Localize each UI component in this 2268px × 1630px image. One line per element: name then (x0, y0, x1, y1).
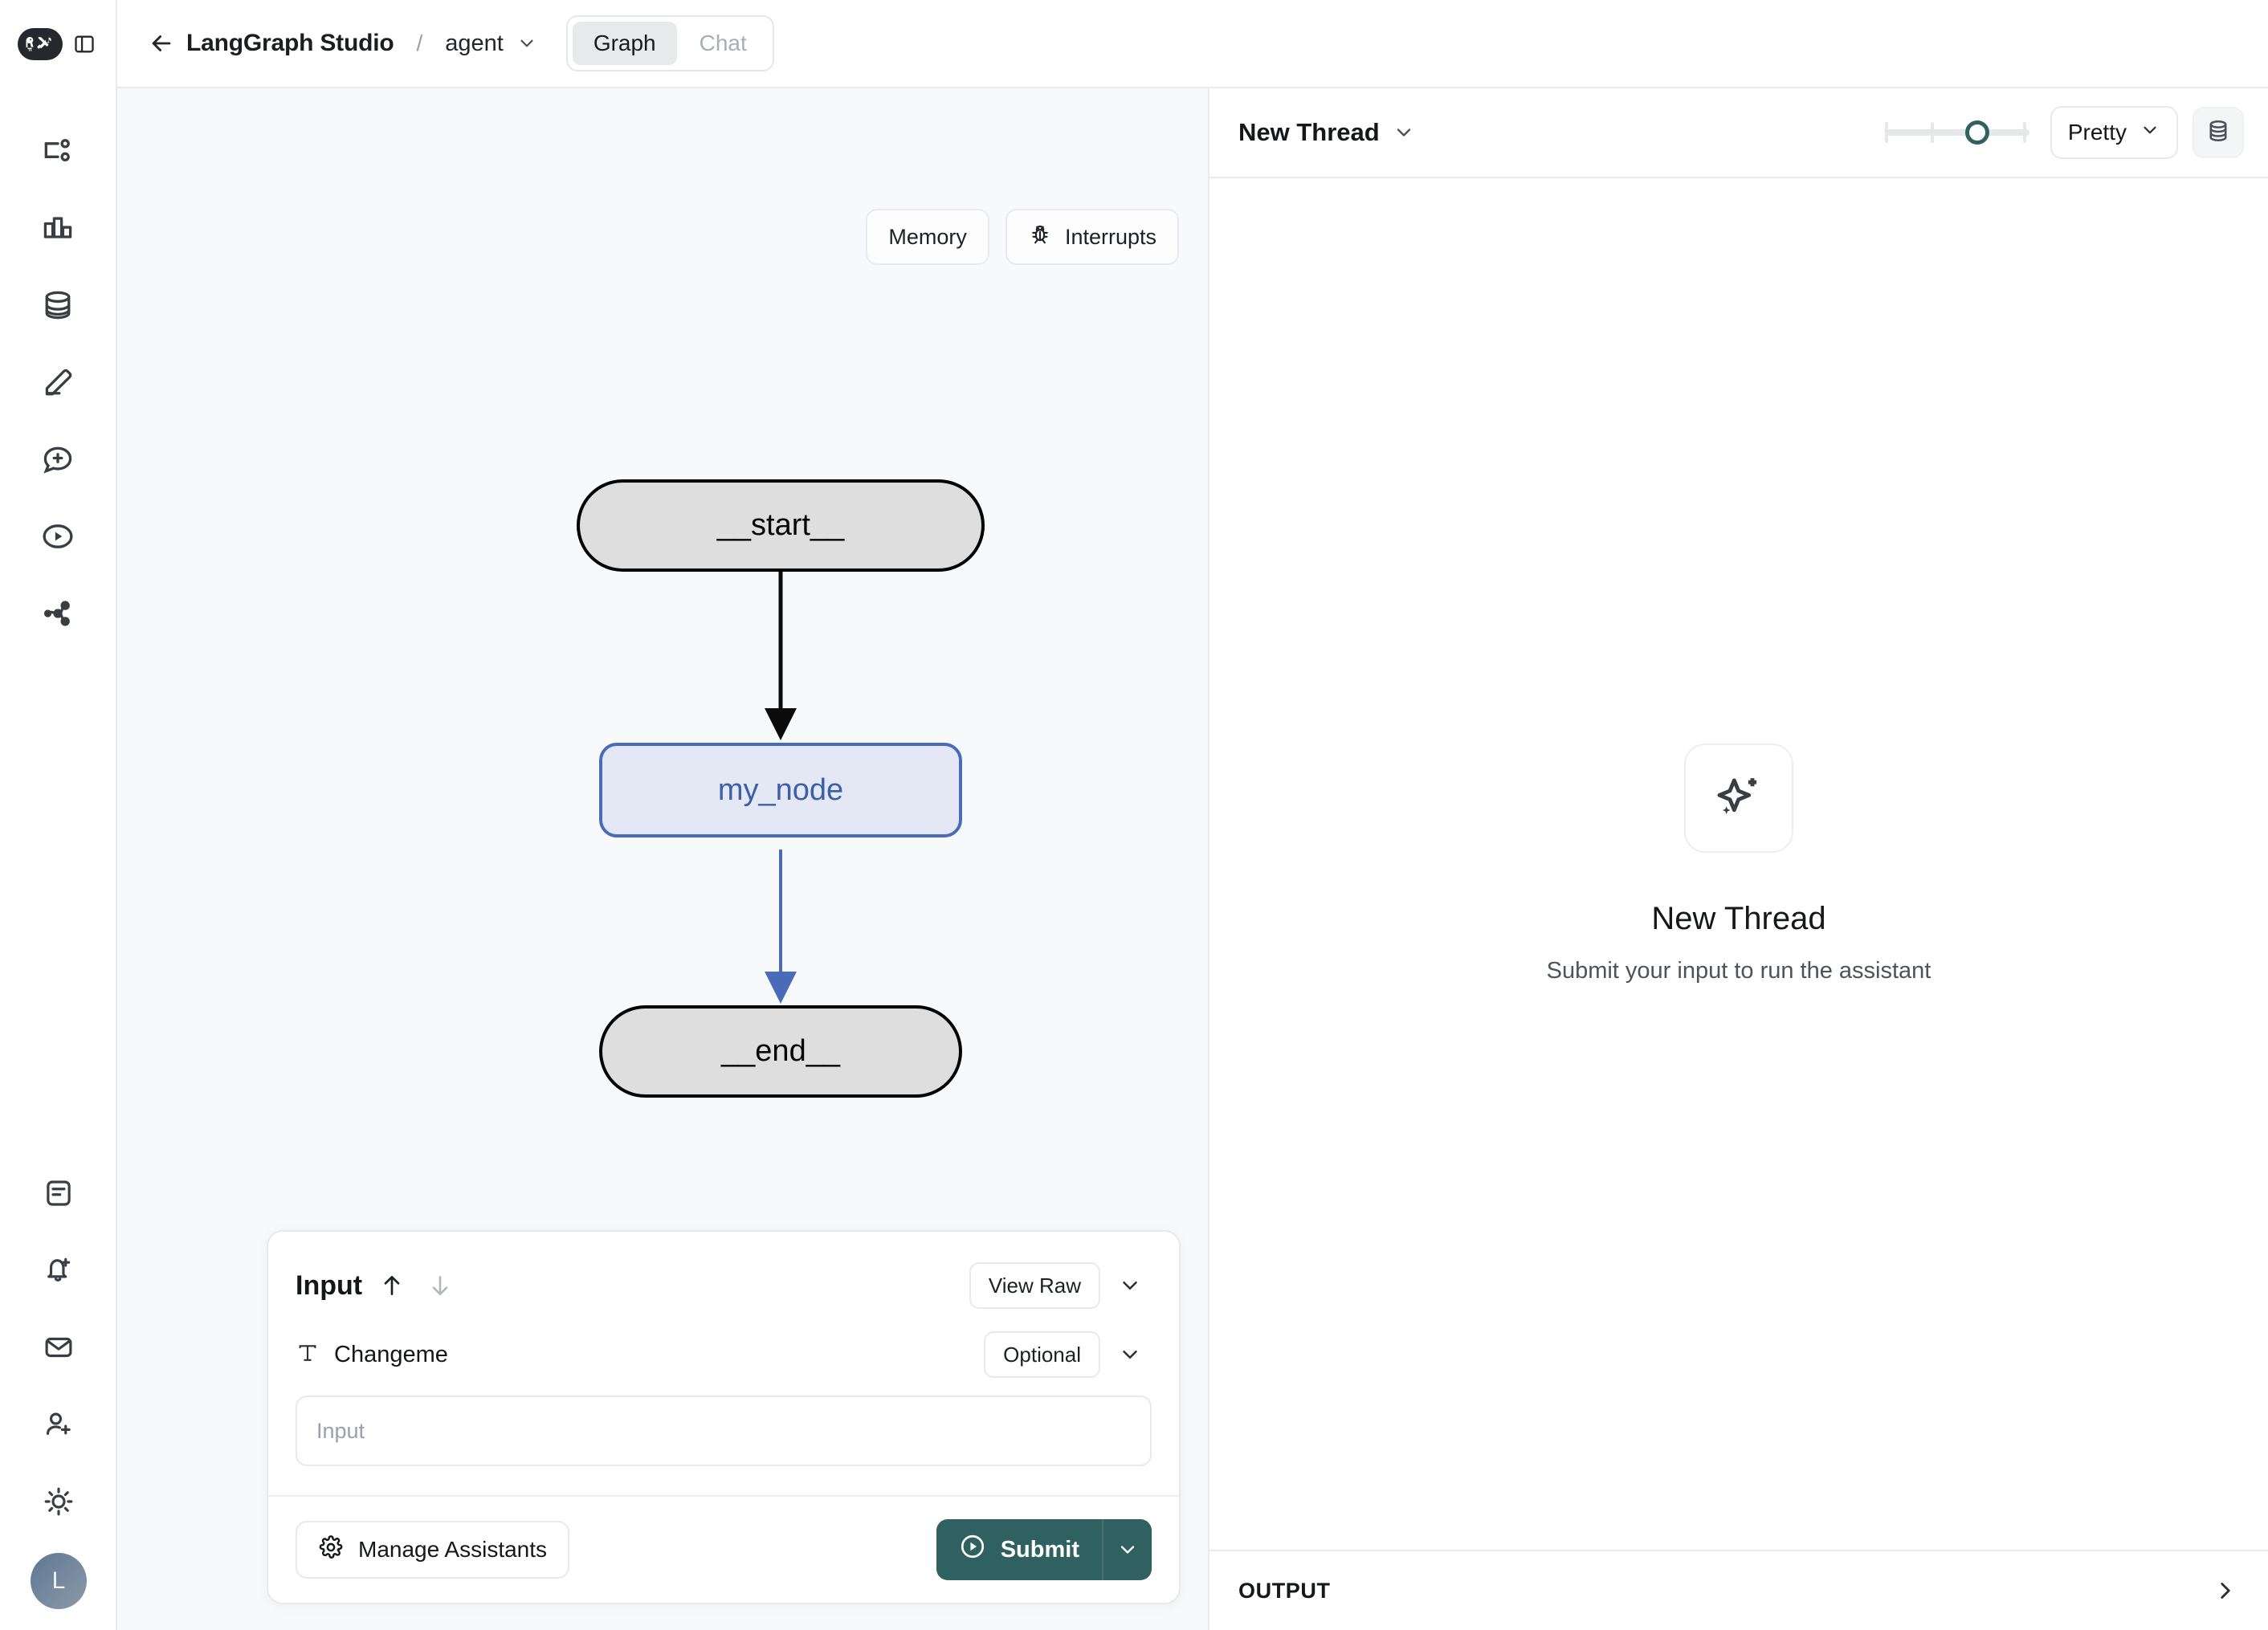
changeme-input-placeholder: Input (316, 1419, 365, 1444)
status-badge-label: Optional (1003, 1343, 1081, 1367)
sidebar-item-datasets[interactable] (19, 267, 96, 344)
graph-node-my-node-label: my_node (718, 773, 843, 808)
submit-chevron-down-icon[interactable] (1102, 1519, 1152, 1580)
avatar[interactable]: L (31, 1553, 87, 1609)
panel-toggle-icon[interactable] (71, 31, 98, 58)
input-card-footer: Manage Assistants (268, 1495, 1179, 1603)
format-chevron-down-icon (2140, 120, 2160, 146)
langchain-parrot-tools-logo[interactable] (18, 28, 63, 60)
thread-empty-state: New Thread Submit your input to run the … (1209, 178, 2268, 1550)
input-title: Input (296, 1270, 362, 1302)
manage-assistants-button[interactable]: Manage Assistants (296, 1521, 569, 1579)
gear-icon (318, 1534, 344, 1566)
sidebar-item-prompts[interactable] (19, 421, 96, 498)
text-type-icon (296, 1341, 320, 1369)
field-chevron-down-icon[interactable] (1108, 1333, 1152, 1376)
back-arrow-icon[interactable] (145, 26, 178, 60)
status-badge[interactable]: Optional (984, 1331, 1100, 1378)
breadcrumb-separator: / (416, 31, 422, 56)
view-raw-label: View Raw (989, 1273, 1081, 1298)
arrow-down-icon[interactable] (422, 1267, 459, 1304)
slider-track (1885, 129, 2029, 136)
top-bar: LangGraph Studio / agent Graph Chat (117, 0, 2268, 88)
thread-chevron-down-icon[interactable] (1393, 121, 1415, 144)
empty-state-title: New Thread (1651, 901, 1825, 937)
sidebar-item-invite[interactable] (20, 1386, 97, 1463)
submit-group: Submit (936, 1519, 1152, 1580)
right-pane-header: New Thread Pretty (1209, 88, 2268, 178)
graph-node-end[interactable]: __end__ (599, 1005, 962, 1098)
input-field-label: Changeme (334, 1342, 448, 1368)
input-card: Input View Raw (267, 1230, 1181, 1604)
main-column: LangGraph Studio / agent Graph Chat Memo… (117, 0, 2268, 1630)
output-label: OUTPUT (1238, 1579, 1331, 1604)
graph-node-start-label: __start__ (717, 508, 844, 543)
slider-tick (2023, 122, 2026, 143)
tab-graph[interactable]: Graph (573, 22, 677, 65)
play-circle-icon (959, 1533, 986, 1567)
sidebar-item-charts[interactable] (19, 189, 96, 267)
input-card-header: Input View Raw (268, 1232, 1179, 1309)
view-tabs: Graph Chat (566, 15, 774, 71)
rail-bottom-group: L (0, 1155, 117, 1609)
database-icon (2205, 117, 2232, 149)
graph-pane: Memory Interrupts (117, 88, 1209, 1630)
format-select[interactable]: Pretty (2050, 106, 2178, 159)
manage-assistants-label: Manage Assistants (358, 1537, 547, 1563)
sidebar-item-docs[interactable] (20, 1155, 97, 1232)
sidebar-item-annotate[interactable] (19, 344, 96, 421)
sidebar-item-inbox[interactable] (20, 1309, 97, 1386)
slider-tick (1885, 122, 1888, 143)
right-pane: New Thread Pretty (1209, 88, 2268, 1630)
input-field-row: Changeme Optional (268, 1309, 1179, 1378)
sidebar-item-deployments[interactable] (19, 575, 96, 652)
empty-state-subtitle: Submit your input to run the assistant (1547, 958, 1931, 984)
tab-chat[interactable]: Chat (679, 22, 768, 65)
thread-selector-label[interactable]: New Thread (1238, 118, 1380, 147)
sidebar-item-theme[interactable] (20, 1463, 97, 1540)
left-rail: L (0, 0, 117, 1630)
view-raw-button[interactable]: View Raw (969, 1262, 1100, 1309)
breadcrumb-assistant[interactable]: agent (445, 31, 504, 57)
history-slider[interactable] (1885, 108, 2029, 157)
graph-node-end-label: __end__ (721, 1034, 840, 1069)
sidebar-item-graph[interactable] (19, 112, 96, 189)
sidebar-item-alerts[interactable] (20, 1232, 97, 1309)
submit-label: Submit (1001, 1537, 1079, 1563)
submit-button[interactable]: Submit (936, 1519, 1102, 1580)
slider-knob[interactable] (1965, 120, 1989, 145)
slider-tick (1931, 122, 1934, 143)
graph-node-my-node[interactable]: my_node (599, 743, 962, 837)
arrow-up-icon[interactable] (373, 1267, 410, 1304)
input-collapse-chevron-down-icon[interactable] (1108, 1264, 1152, 1307)
sparkle-icon (1684, 744, 1793, 853)
rail-top-group (19, 112, 96, 652)
page-title: LangGraph Studio (186, 30, 394, 57)
rail-logo-row (0, 0, 116, 88)
format-select-value: Pretty (2068, 120, 2127, 145)
changeme-input[interactable]: Input (296, 1396, 1152, 1466)
chevron-right-icon[interactable] (2212, 1577, 2239, 1604)
sidebar-item-playground[interactable] (19, 498, 96, 575)
chevron-down-icon[interactable] (516, 33, 537, 54)
output-bar[interactable]: OUTPUT (1209, 1550, 2268, 1630)
state-database-button[interactable] (2193, 107, 2244, 158)
graph-node-start[interactable]: __start__ (577, 479, 985, 572)
body-split: Memory Interrupts (117, 88, 2268, 1630)
